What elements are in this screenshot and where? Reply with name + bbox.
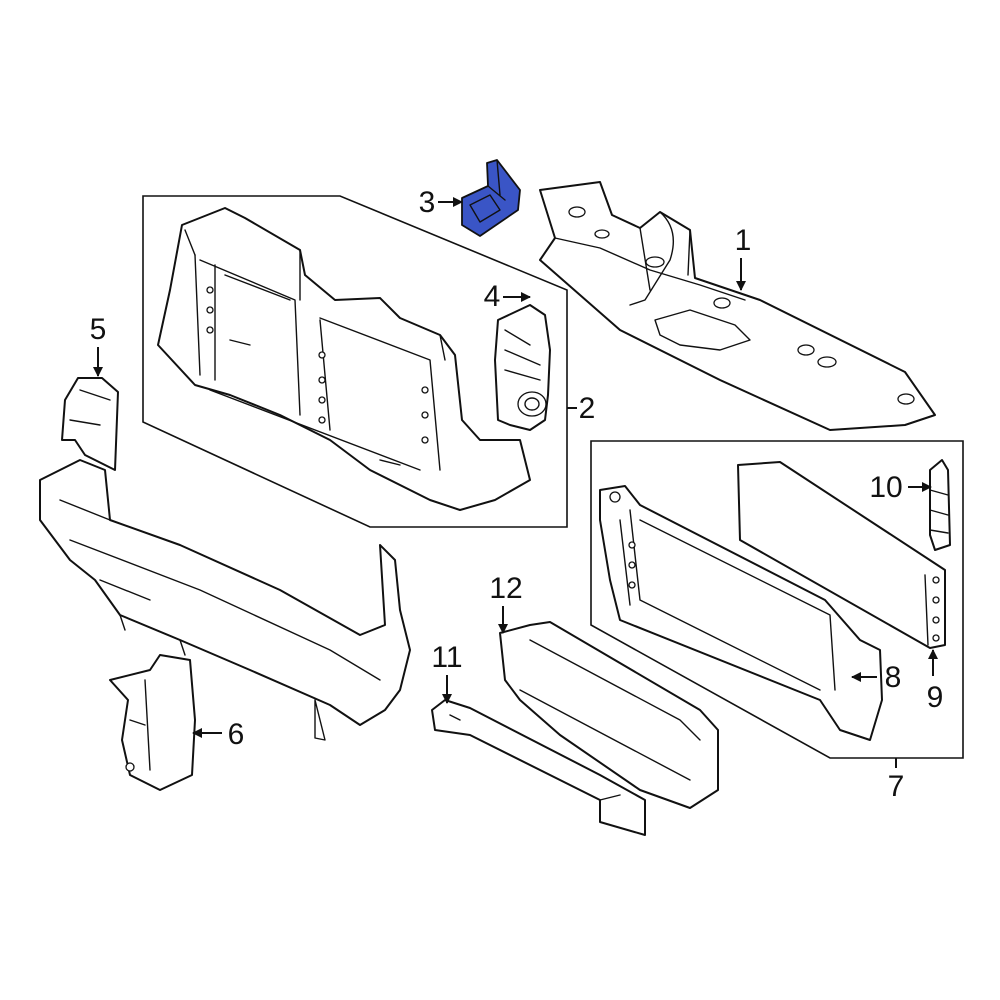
part-3-fill [461,159,521,237]
callout-label-11: 11 [431,641,462,674]
callout-3: 3 [419,186,463,219]
part-9-condenser[interactable] [737,461,946,649]
part-4-air-guide[interactable] [494,304,551,431]
part-2-radiator-support[interactable] [157,207,531,511]
callout-12: 12 [489,572,523,634]
callout-label-9: 9 [927,681,944,714]
callout-label-3: 3 [419,186,436,219]
callout-label-12: 12 [489,572,522,605]
callout-1: 1 [735,224,752,291]
callout-label-5: 5 [90,313,107,346]
callout-4: 4 [484,280,531,313]
callout-label-6: 6 [228,718,245,751]
part-7-radiator-assembly[interactable] [599,485,883,741]
part-12-air-deflector[interactable] [499,621,719,809]
callout-label-7: 7 [888,770,905,803]
callout-label-10: 10 [869,471,902,504]
lower-reinforcement[interactable] [39,459,411,741]
callout-2: 2 [567,392,595,425]
callout-9: 9 [927,649,944,714]
part-1-upper-cover[interactable] [539,181,936,431]
part-6-side-deflector[interactable] [109,654,196,791]
part-11-lower-bar[interactable] [431,699,646,836]
group-box-2 [142,195,568,528]
callout-label-1: 1 [735,224,752,257]
callout-7: 7 [888,758,905,803]
callout-label-4: 4 [484,280,501,313]
callout-8: 8 [851,661,902,694]
part-3-bracket[interactable] [461,159,521,237]
callout-5: 5 [90,313,107,377]
callout-11: 11 [431,641,463,704]
part-5-left-bracket[interactable] [61,377,119,471]
part-10-bracket[interactable] [929,459,951,551]
callout-label-2: 2 [579,392,596,425]
callout-6: 6 [192,718,245,751]
callout-label-8: 8 [885,661,902,694]
callout-10: 10 [869,471,932,504]
